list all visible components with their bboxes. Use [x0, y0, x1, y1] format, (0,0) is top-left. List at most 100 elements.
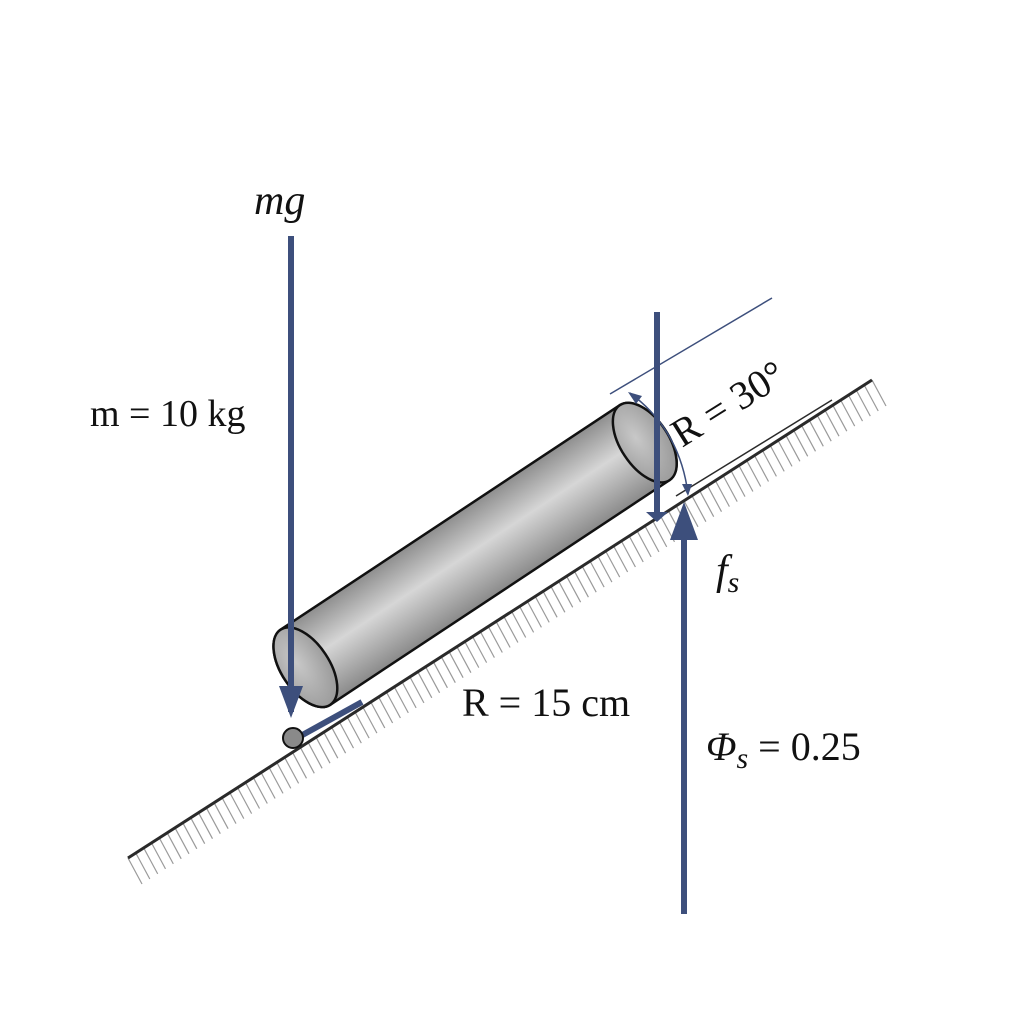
hatch-mark	[221, 797, 237, 824]
hatch-mark	[847, 394, 864, 422]
hatch-mark	[824, 409, 840, 437]
hatch-mark	[174, 827, 190, 855]
hatch-mark	[871, 379, 887, 407]
angle-arc-arrow-top-icon	[628, 392, 642, 404]
hatch-mark	[362, 706, 378, 734]
hatch-mark	[150, 842, 167, 870]
hatch-mark	[338, 721, 355, 749]
hatch-mark	[706, 485, 723, 512]
incline-edge-line	[675, 399, 833, 497]
hatch-mark	[589, 560, 605, 588]
hatch-mark	[409, 676, 425, 704]
hatch-mark	[205, 807, 221, 834]
hatch-mark	[260, 772, 276, 799]
cylinder	[272, 401, 678, 709]
hatch-mark	[777, 440, 793, 467]
hatch-mark	[511, 611, 527, 638]
hatch-mark	[683, 500, 699, 528]
hatch-mark	[190, 817, 206, 844]
hatch-mark	[346, 716, 362, 744]
hatch-mark	[730, 470, 746, 497]
hatch-mark	[417, 671, 433, 699]
hatch-mark	[526, 601, 542, 628]
hatch-mark	[284, 757, 300, 784]
weight-label: mg	[254, 178, 305, 224]
hatch-mark	[855, 389, 871, 417]
hatch-mark	[699, 490, 715, 517]
hatch-mark	[503, 616, 519, 643]
friction-subscript: s	[728, 566, 740, 599]
hatch-mark	[534, 596, 550, 623]
angle-arc	[629, 392, 689, 495]
hatch-mark	[761, 450, 777, 477]
hatch-mark	[323, 731, 339, 759]
hatch-mark	[401, 681, 417, 709]
friction-arrow-head	[670, 502, 698, 540]
hatch-mark	[479, 631, 495, 658]
hatch-mark	[738, 465, 754, 492]
contact-marker	[646, 512, 668, 522]
angle-arc-arrow-bottom-icon	[682, 484, 692, 496]
hatch-mark	[487, 626, 503, 653]
hatch-mark	[197, 812, 214, 839]
hatch-mark	[237, 787, 253, 814]
hatch-mark	[158, 837, 174, 865]
hatch-mark	[746, 460, 762, 487]
hatch-mark	[644, 525, 660, 553]
hatch-mark	[307, 742, 323, 769]
hatch-mark	[448, 651, 464, 678]
hatch-mark	[385, 691, 401, 719]
hatch-mark	[166, 832, 182, 860]
mass-label: m = 10 kg	[90, 393, 246, 435]
hatch-mark	[628, 535, 644, 563]
hatch-mark	[753, 455, 770, 482]
coefficient-value: = 0.25	[748, 724, 861, 769]
hatch-mark	[268, 767, 284, 794]
incline-surface	[127, 378, 873, 860]
friction-label: fs	[716, 548, 739, 599]
hatch-mark	[252, 777, 268, 804]
hatch-mark	[291, 752, 308, 779]
hatch-mark	[691, 495, 707, 522]
hatch-mark	[299, 747, 315, 774]
hatch-mark	[863, 384, 879, 412]
pivot-point	[282, 727, 304, 749]
hatch-mark	[769, 445, 785, 472]
hatch-mark	[456, 646, 472, 673]
hatch-mark	[127, 857, 143, 885]
angle-dimension-line	[609, 297, 773, 395]
hatch-mark	[816, 414, 832, 442]
hatch-mark	[558, 581, 574, 608]
hatch-mark	[573, 570, 589, 598]
hatch-mark	[714, 480, 730, 507]
hatch-mark	[495, 621, 511, 648]
hatch-mark	[182, 822, 198, 850]
coefficient-label: Φs = 0.25	[706, 724, 861, 775]
hatch-mark	[605, 550, 621, 578]
hatch-mark	[213, 802, 229, 829]
angle-label: R = 30°	[663, 351, 793, 456]
hatch-mark	[785, 435, 801, 462]
ground-hatching	[127, 379, 887, 885]
hatch-mark	[472, 636, 488, 663]
hatch-mark	[550, 586, 566, 613]
hatch-mark	[425, 666, 441, 694]
coefficient-subscript: s	[736, 742, 748, 775]
hatch-mark	[722, 475, 738, 502]
hatch-mark	[464, 641, 480, 668]
hatch-mark	[519, 606, 535, 633]
hatch-mark	[440, 656, 456, 683]
hatch-mark	[542, 591, 558, 618]
hatch-mark	[393, 686, 409, 714]
hatch-mark	[276, 762, 292, 789]
hatch-mark	[135, 852, 151, 880]
hatch-mark	[840, 399, 856, 427]
coefficient-symbol: Φ	[706, 724, 736, 769]
hatch-mark	[370, 701, 386, 729]
hatch-mark	[143, 847, 159, 875]
hatch-mark	[432, 661, 448, 689]
hatch-mark	[581, 565, 597, 593]
hatch-mark	[832, 404, 848, 432]
hatch-mark	[613, 545, 629, 573]
